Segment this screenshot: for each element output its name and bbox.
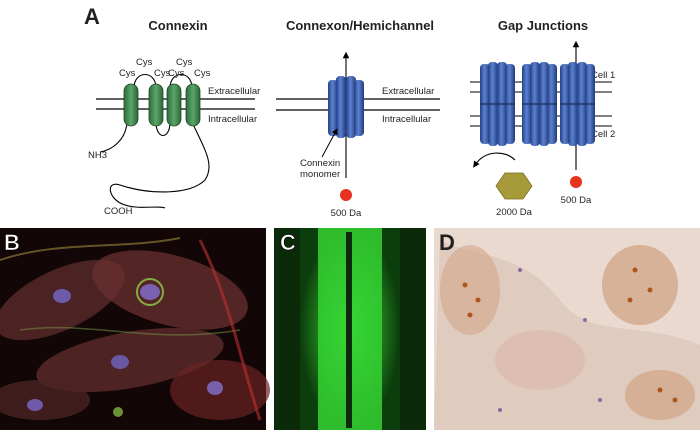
connexin-title: Connexin — [148, 18, 207, 33]
hemichannel-extracellular-label: Extracellular — [382, 86, 434, 97]
panel-letter-b: B — [4, 230, 20, 255]
blocked-flux-arrow — [473, 152, 516, 168]
gap-junction-channel-2 — [522, 62, 557, 146]
transmembrane-domain-1 — [123, 83, 139, 127]
large-molecule-label: 2000 Da — [496, 207, 533, 218]
monomer-label-line1: Connexin — [300, 158, 340, 169]
connexin-extracellular-label: Extracellular — [208, 86, 260, 97]
gap-junction-diagram: Gap Junctions Cell 1 Cell 2 — [470, 18, 615, 218]
transmembrane-domain-4 — [185, 83, 201, 127]
gap-junction-channel-3 — [560, 62, 595, 146]
connexin-intracellular-label: Intracellular — [208, 114, 257, 125]
panel-letter-a: A — [84, 4, 100, 29]
gap-small-molecule-dot — [570, 176, 582, 188]
gap-junction-title: Gap Junctions — [498, 18, 588, 33]
gap-junction-channel-1 — [480, 62, 515, 146]
cys-label-2: Cys — [136, 57, 153, 68]
hemichannel-intracellular-label: Intracellular — [382, 114, 431, 125]
transmembrane-domain-2 — [148, 83, 164, 127]
cell1-label: Cell 1 — [591, 70, 615, 81]
panel-letter-d: D — [439, 230, 455, 255]
panel-b-micrograph: B — [0, 228, 270, 430]
monomer-pointer-arrow — [321, 128, 338, 158]
hemichannel-diagram: Connexon/Hemichannel Extracellular Intra… — [276, 18, 440, 219]
c-terminus-label: COOH — [104, 206, 133, 217]
scrape-line — [346, 232, 352, 428]
hemichannel-molecule-label: 500 Da — [331, 208, 362, 219]
large-molecule-hexagon — [495, 172, 533, 200]
panel-d-micrograph: D — [434, 228, 700, 430]
monomer-label-line2: monomer — [300, 169, 340, 180]
cys-label-4: Cys — [168, 68, 185, 79]
cys-label-1: Cys — [119, 68, 136, 79]
connexin-diagram: Connexin Extracellular Intracellular Cys… — [88, 18, 260, 217]
gap-small-molecule-label: 500 Da — [561, 195, 592, 206]
panel-c-micrograph: C — [274, 228, 426, 430]
cys-label-6: Cys — [194, 68, 211, 79]
small-molecule-dot — [340, 189, 352, 201]
cys-label-5: Cys — [176, 57, 193, 68]
n-terminus-label: NH3 — [88, 150, 107, 161]
cell2-label: Cell 2 — [591, 129, 615, 140]
connexon-channel — [328, 76, 364, 138]
hemichannel-title: Connexon/Hemichannel — [286, 18, 434, 33]
panel-letter-c: C — [280, 230, 296, 255]
transmembrane-domain-3 — [166, 83, 182, 127]
n-terminal-tail — [99, 121, 128, 153]
cys-label-3: Cys — [154, 68, 171, 79]
c-terminal-tail — [109, 121, 210, 209]
